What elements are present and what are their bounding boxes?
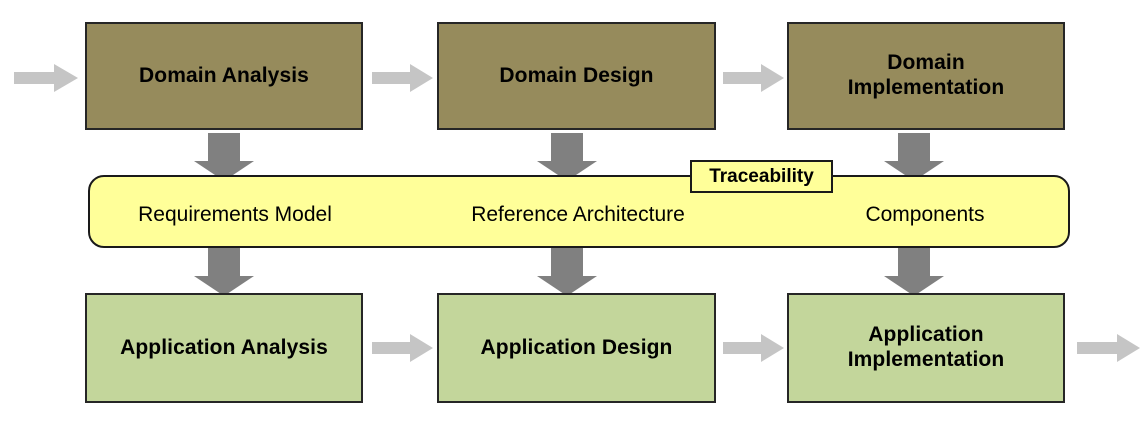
requirements-model-to-application-analysis-arrow <box>194 248 254 296</box>
domain-implementation-to-components-arrow <box>884 133 944 181</box>
application-analysis-label: Application Analysis <box>120 335 328 359</box>
application-design-to-implementation-arrow <box>723 334 784 362</box>
domain-design-to-implementation-arrow <box>723 64 784 92</box>
domain-analysis-box[interactable]: Domain Analysis <box>85 22 363 130</box>
domain-implementation-label-line2: Implementation <box>847 76 1005 99</box>
application-design-label: Application Design <box>480 335 673 359</box>
application-analysis-to-design-arrow <box>372 334 433 362</box>
domain-design-to-reference-architecture-arrow <box>537 133 597 181</box>
domain-implementation-box[interactable]: Domain Implementation <box>787 22 1065 130</box>
application-design-box[interactable]: Application Design <box>437 293 716 403</box>
domain-implementation-label-line1: Domain <box>887 51 965 75</box>
application-analysis-box[interactable]: Application Analysis <box>85 293 363 403</box>
artifact-label-requirements-model: Requirements Model <box>138 203 332 226</box>
application-implementation-box[interactable]: Application Implementation <box>787 293 1065 403</box>
application-implementation-label-line1: Application <box>868 323 984 347</box>
domain-implementation-label: Domain Implementation <box>848 51 1005 101</box>
artifact-label-reference-architecture: Reference Architecture <box>471 203 685 226</box>
artifact-band <box>88 175 1070 248</box>
application-implementation-label: Application Implementation <box>848 323 1005 373</box>
domain-analysis-to-design-arrow <box>372 64 433 92</box>
reference-architecture-to-application-design-arrow <box>537 248 597 296</box>
domain-analysis-to-requirements-model-arrow <box>194 133 254 181</box>
application-implementation-label-line2: Implementation <box>847 348 1005 371</box>
traceability-label: Traceability <box>709 165 814 187</box>
entry-arrow <box>14 64 78 92</box>
components-to-application-implementation-arrow <box>884 248 944 296</box>
domain-analysis-label: Domain Analysis <box>139 63 309 87</box>
traceability-callout[interactable]: Traceability <box>690 160 833 193</box>
domain-design-box[interactable]: Domain Design <box>437 22 716 130</box>
domain-design-label: Domain Design <box>499 63 654 87</box>
exit-arrow <box>1077 334 1140 362</box>
artifact-label-components: Components <box>865 203 985 226</box>
